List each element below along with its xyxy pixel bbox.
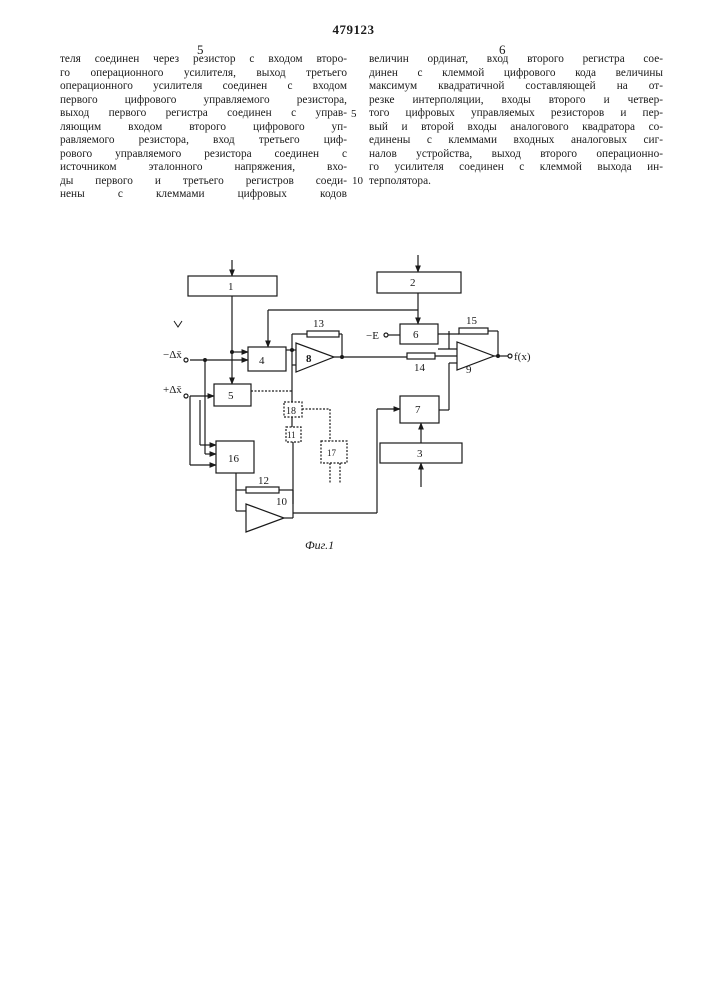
block-11-label: 11 (287, 430, 296, 440)
resistor-14-label: 14 (414, 362, 426, 374)
block-18-label: 18 (286, 406, 296, 417)
resistor-15-label: 15 (466, 315, 478, 327)
block-5-label: 5 (228, 390, 234, 402)
block-4 (248, 347, 286, 371)
resistor-13-label: 13 (313, 318, 325, 330)
resistor-13 (307, 331, 339, 337)
amplifier-9 (457, 342, 494, 370)
block-6-label: 6 (413, 329, 419, 341)
minus-dx-terminal-label: −Δx̄ (163, 349, 182, 361)
amplifier-8 (296, 343, 334, 372)
resistor-12-label: 12 (258, 475, 269, 487)
resistor-15 (459, 328, 488, 334)
amplifier-9-label: 9 (466, 364, 472, 376)
amplifier-8-label: 8 (306, 353, 312, 365)
resistor-12 (246, 487, 279, 493)
block-17-label: 17 (327, 448, 337, 458)
minus-e-terminal-label: −E (366, 330, 379, 342)
block-6 (400, 324, 438, 344)
figure-caption: Фиг.1 (305, 538, 334, 553)
amplifier-10 (246, 504, 284, 532)
block-1-label: 1 (228, 281, 234, 293)
block-3-label: 3 (417, 448, 423, 460)
output-terminal-label: f(x) (514, 351, 531, 363)
block-4-label: 4 (259, 355, 265, 367)
block-2-label: 2 (410, 277, 416, 289)
block-2 (377, 272, 461, 293)
block-16-label: 16 (228, 453, 240, 465)
plus-dx-terminal-label: +Δx̄ (163, 384, 182, 396)
block-7-label: 7 (415, 404, 421, 416)
resistor-14 (407, 353, 435, 359)
amplifier-10-label: 10 (276, 496, 288, 508)
